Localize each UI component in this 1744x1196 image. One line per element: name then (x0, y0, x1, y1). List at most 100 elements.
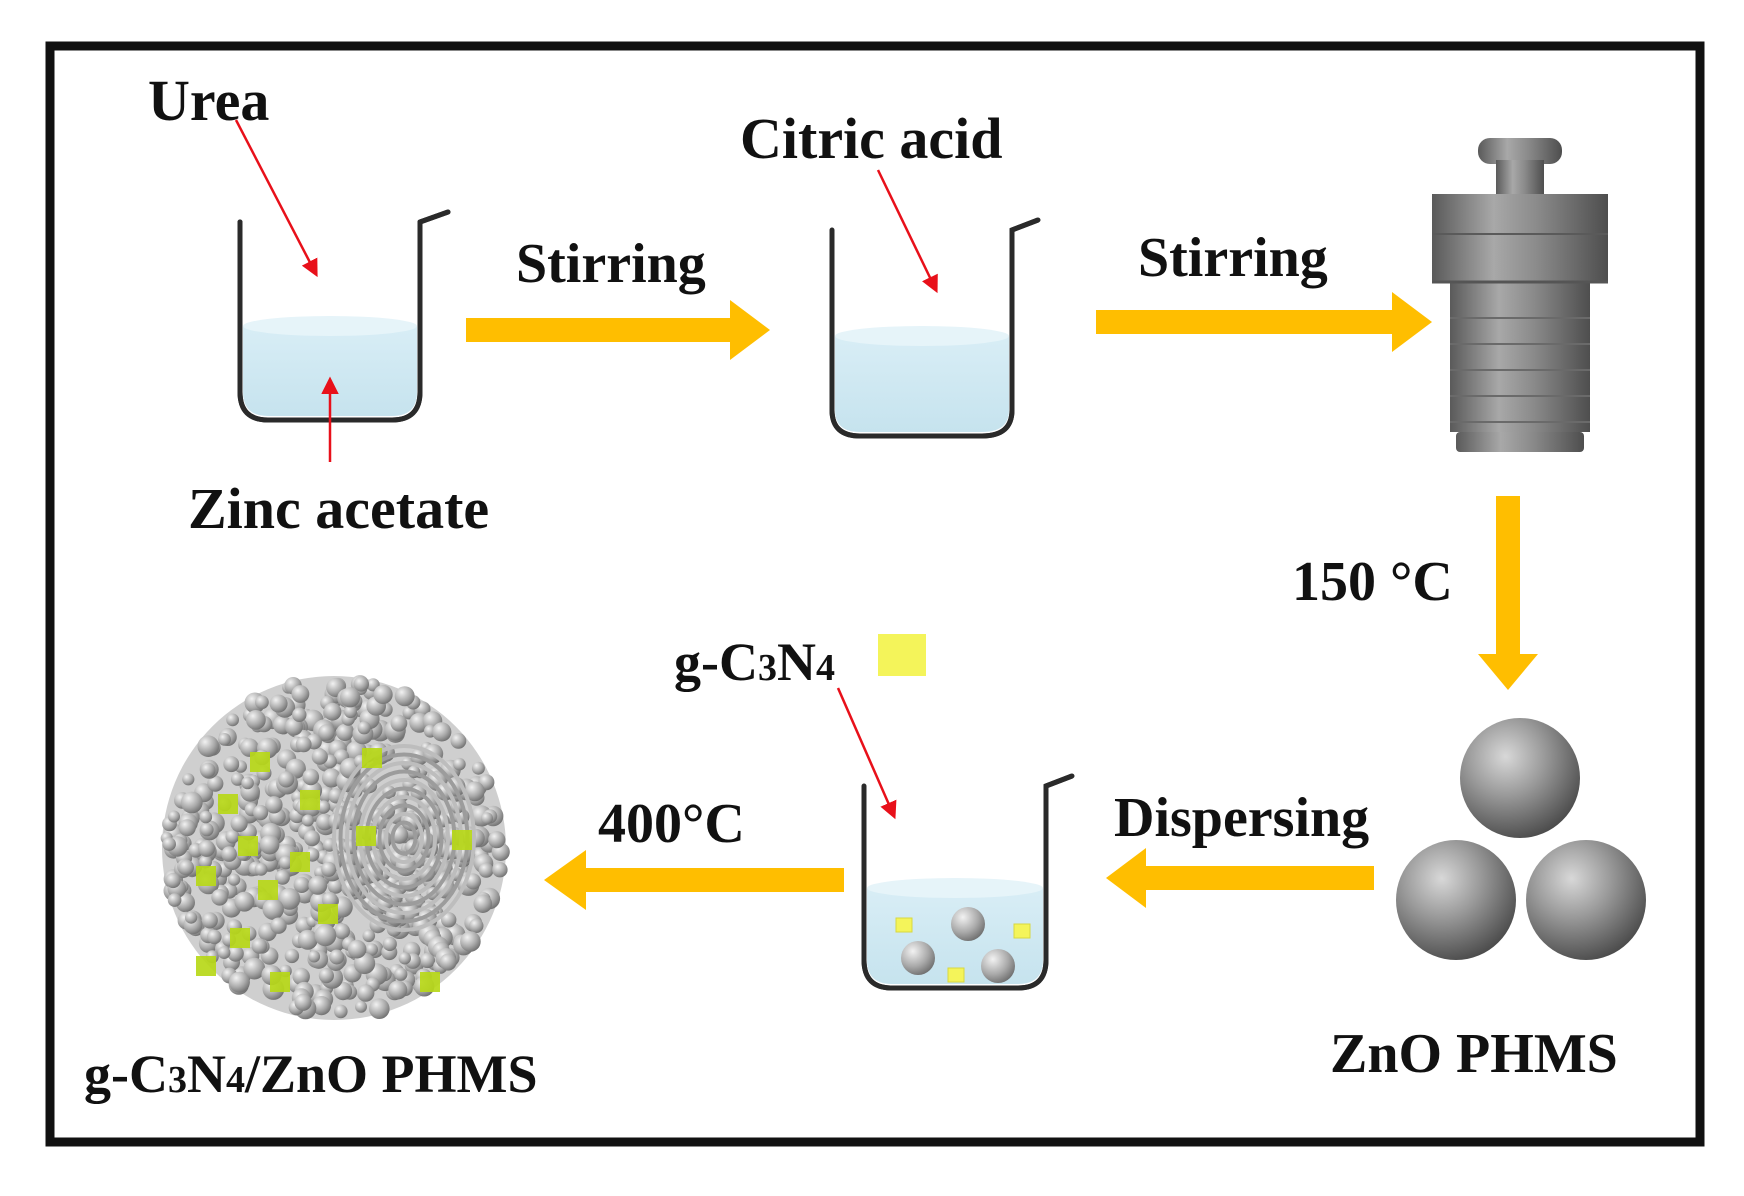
zno-bead (323, 702, 342, 721)
gc3n4-patch (218, 794, 238, 814)
gc3n4-patch (196, 866, 216, 886)
gc3n4-patch (290, 852, 310, 872)
zno-bead (162, 837, 176, 851)
zno-bead (362, 929, 376, 943)
zno-bead (265, 796, 283, 814)
label-urea: Urea (148, 68, 269, 133)
zno-bead (241, 776, 254, 790)
beaker-icon (861, 773, 1075, 991)
zno-bead (317, 800, 331, 814)
gc3n4-patch (196, 956, 216, 976)
label-stirring-1: Stirring (516, 233, 706, 295)
zno-bead (278, 888, 301, 910)
zno-bead (441, 912, 457, 928)
zno-bead (304, 830, 320, 847)
gc3n4-legend-square (878, 634, 926, 676)
zno-bead (284, 948, 300, 964)
zno-bead (316, 813, 333, 831)
zno-bead (473, 894, 493, 913)
zno-bead (314, 924, 337, 947)
hollow-ring (384, 812, 424, 864)
zno-bead (221, 846, 237, 862)
gc3n4-patch (452, 830, 472, 850)
gc3n4-patch (230, 928, 250, 948)
zno-bead (255, 695, 269, 710)
zno-bead (275, 870, 290, 885)
zno-bead (357, 984, 375, 1002)
zno-bead (382, 936, 397, 952)
zno-bead (469, 918, 484, 933)
zno-bead (419, 952, 436, 969)
zno-bead (460, 931, 481, 952)
zno-bead (199, 810, 213, 824)
zno-bead (334, 1004, 348, 1019)
zno-bead (318, 968, 334, 984)
zno-bead (439, 953, 457, 971)
gc3n4-patch (318, 904, 338, 924)
label-citric-acid: Citric acid (740, 106, 1003, 171)
zno-bead (357, 721, 371, 735)
zno-bead (297, 929, 318, 950)
product-prefix: g-C (84, 1044, 168, 1104)
zno-spheres-icon (1396, 718, 1646, 960)
product-sub3: 3 (168, 1059, 187, 1101)
label-dispersing: Dispersing (1114, 787, 1369, 849)
flow-arrow-400c (544, 850, 844, 910)
autoclave-icon (1432, 138, 1608, 452)
zno-bead (234, 891, 255, 912)
zno-bead (251, 938, 268, 954)
gc3n4-patch (356, 826, 376, 846)
zno-bead (365, 943, 379, 956)
zno-bead (270, 917, 287, 934)
zno-bead (301, 814, 314, 827)
zno-bead (198, 840, 216, 857)
zno-bead (388, 980, 408, 1000)
zno-bead (492, 862, 508, 878)
zno-bead (347, 939, 367, 959)
zno-bead (336, 723, 354, 742)
gc3n4-prefix: g-C (674, 632, 758, 692)
zno-bead (471, 761, 485, 775)
zno-bead (398, 952, 411, 965)
pointer-arrow-citric-acid (876, 169, 938, 294)
zno-bead (246, 710, 266, 730)
product-rest: /ZnO PHMS (244, 1044, 538, 1104)
beaker-icon (829, 217, 1041, 439)
zno-bead (178, 859, 194, 876)
pointer-arrow-gc3n4 (836, 687, 897, 820)
label-gc3n4: g-C3N4 (674, 632, 835, 692)
label-stirring-2: Stirring (1138, 227, 1328, 289)
gc3n4-patch (300, 790, 320, 810)
gc3n4-patch (362, 748, 382, 768)
gc3n4-patch (250, 752, 270, 772)
hollow-ring (332, 744, 476, 932)
zno-bead (223, 756, 240, 773)
zno-bead (311, 996, 332, 1016)
zno-bead (394, 686, 415, 707)
zno-bead (321, 768, 342, 788)
zno-bead (293, 876, 310, 894)
zno-bead (230, 814, 248, 833)
zno-bead (292, 707, 307, 722)
zno-bead (230, 772, 245, 786)
zno-bead (394, 967, 408, 981)
zno-bead (302, 768, 320, 786)
zno-bead (228, 971, 250, 993)
beaker-icon (237, 209, 451, 423)
zno-bead (432, 722, 452, 742)
zno-bead (279, 855, 293, 870)
product-n: N (187, 1044, 226, 1104)
zno-bead (253, 805, 269, 821)
zno-bead (180, 791, 203, 814)
zno-bead (262, 898, 284, 920)
zno-bead (373, 684, 393, 705)
zno-bead (353, 676, 369, 692)
zno-bead (207, 775, 224, 792)
zno-bead (207, 929, 222, 945)
zno-bead (227, 945, 244, 962)
zno-bead (311, 748, 328, 765)
gc3n4-n: N (777, 632, 816, 692)
zno-bead (201, 912, 218, 929)
zno-bead (254, 863, 268, 876)
